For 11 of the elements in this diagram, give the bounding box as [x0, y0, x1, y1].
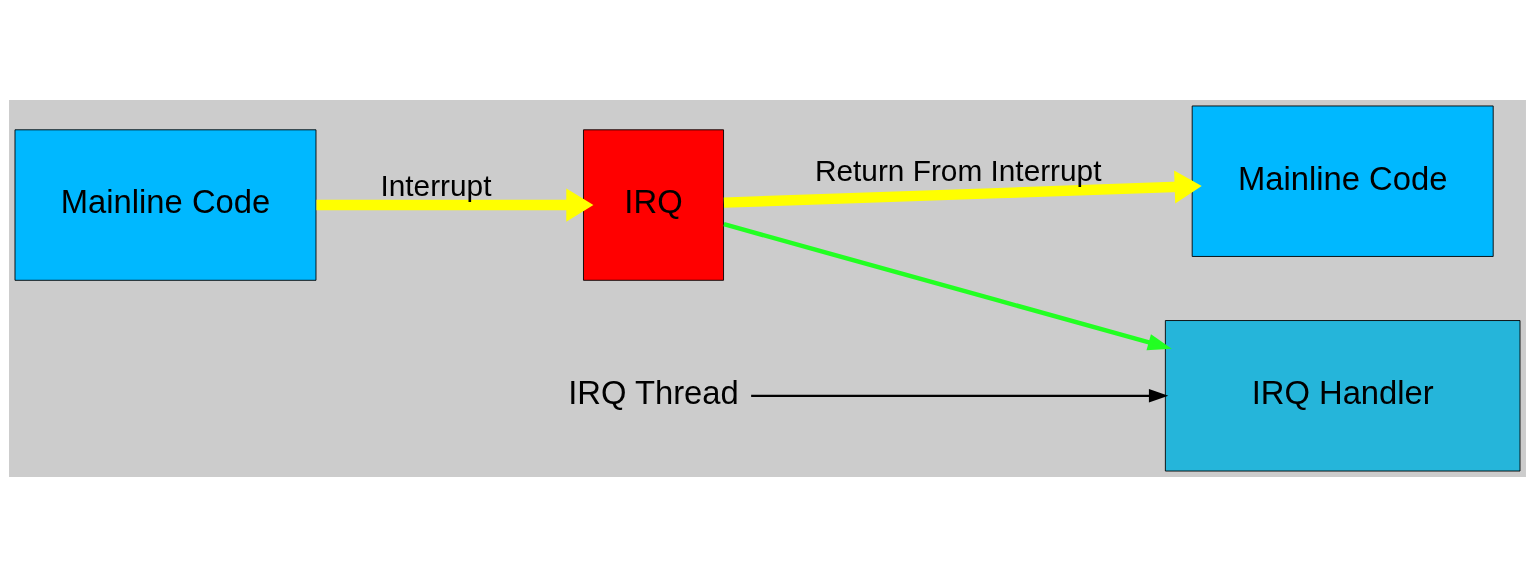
arrow: [723, 170, 1202, 208]
arrow: [723, 222, 1172, 351]
edge-label: Return From Interrupt: [814, 154, 1102, 188]
node-box: Mainline Code: [14, 129, 317, 281]
arrow: [751, 389, 1169, 403]
node-box: IRQ Handler: [1164, 320, 1521, 472]
edge-label: Interrupt: [380, 169, 492, 203]
node-box: Mainline Code: [1191, 105, 1494, 257]
node-box: IRQ: [583, 129, 724, 281]
node-text: IRQ Thread: [568, 374, 739, 412]
arrow: [316, 188, 594, 222]
